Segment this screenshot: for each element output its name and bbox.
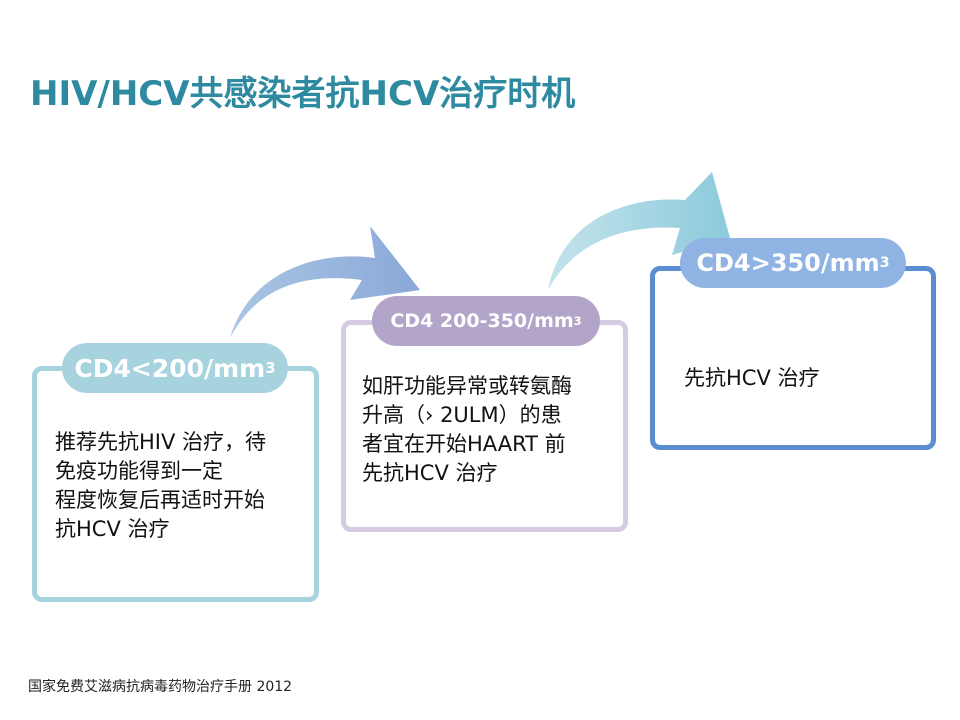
arrow-1 — [230, 226, 420, 338]
stage-3-label-text: CD4>350/mm — [696, 249, 880, 277]
text-line: 者宜在开始HAART 前 — [362, 432, 566, 456]
stage-2-text: 如肝功能异常或转氨酶升高（› 2ULM）的患者宜在开始HAART 前先抗HCV … — [362, 372, 572, 488]
footer-source: 国家免费艾滋病抗病毒药物治疗手册 2012 — [28, 679, 293, 695]
arrow-2 — [548, 172, 730, 290]
text-line: 升高（› 2ULM）的患 — [362, 403, 562, 427]
stage-1-label-text: CD4<200/mm — [74, 353, 266, 383]
superscript: 3 — [879, 255, 890, 271]
stage-3-box — [650, 266, 936, 450]
stage-1-box — [32, 366, 319, 602]
text-line: 免疫功能得到一定 — [55, 459, 223, 483]
text-line: 抗HCV 治疗 — [55, 517, 170, 541]
superscript: 3 — [265, 359, 276, 377]
text-line: 先抗HCV 治疗 — [684, 366, 820, 390]
text-line: 先抗HCV 治疗 — [362, 461, 498, 485]
slide-title: HIV/HCV共感染者抗HCV治疗时机 — [30, 74, 576, 114]
text-line: 程度恢复后再适时开始 — [55, 488, 265, 512]
stage-2-label-text: CD4 200-350/mm — [390, 310, 574, 332]
text-line: 如肝功能异常或转氨酶 — [362, 374, 572, 398]
superscript: 3 — [573, 314, 582, 328]
text-line: 推荐先抗HIV 治疗，待 — [55, 430, 267, 454]
stage-1-text: 推荐先抗HIV 治疗，待免疫功能得到一定程度恢复后再适时开始抗HCV 治疗 — [55, 428, 266, 544]
stage-3-text: 先抗HCV 治疗 — [684, 364, 820, 393]
